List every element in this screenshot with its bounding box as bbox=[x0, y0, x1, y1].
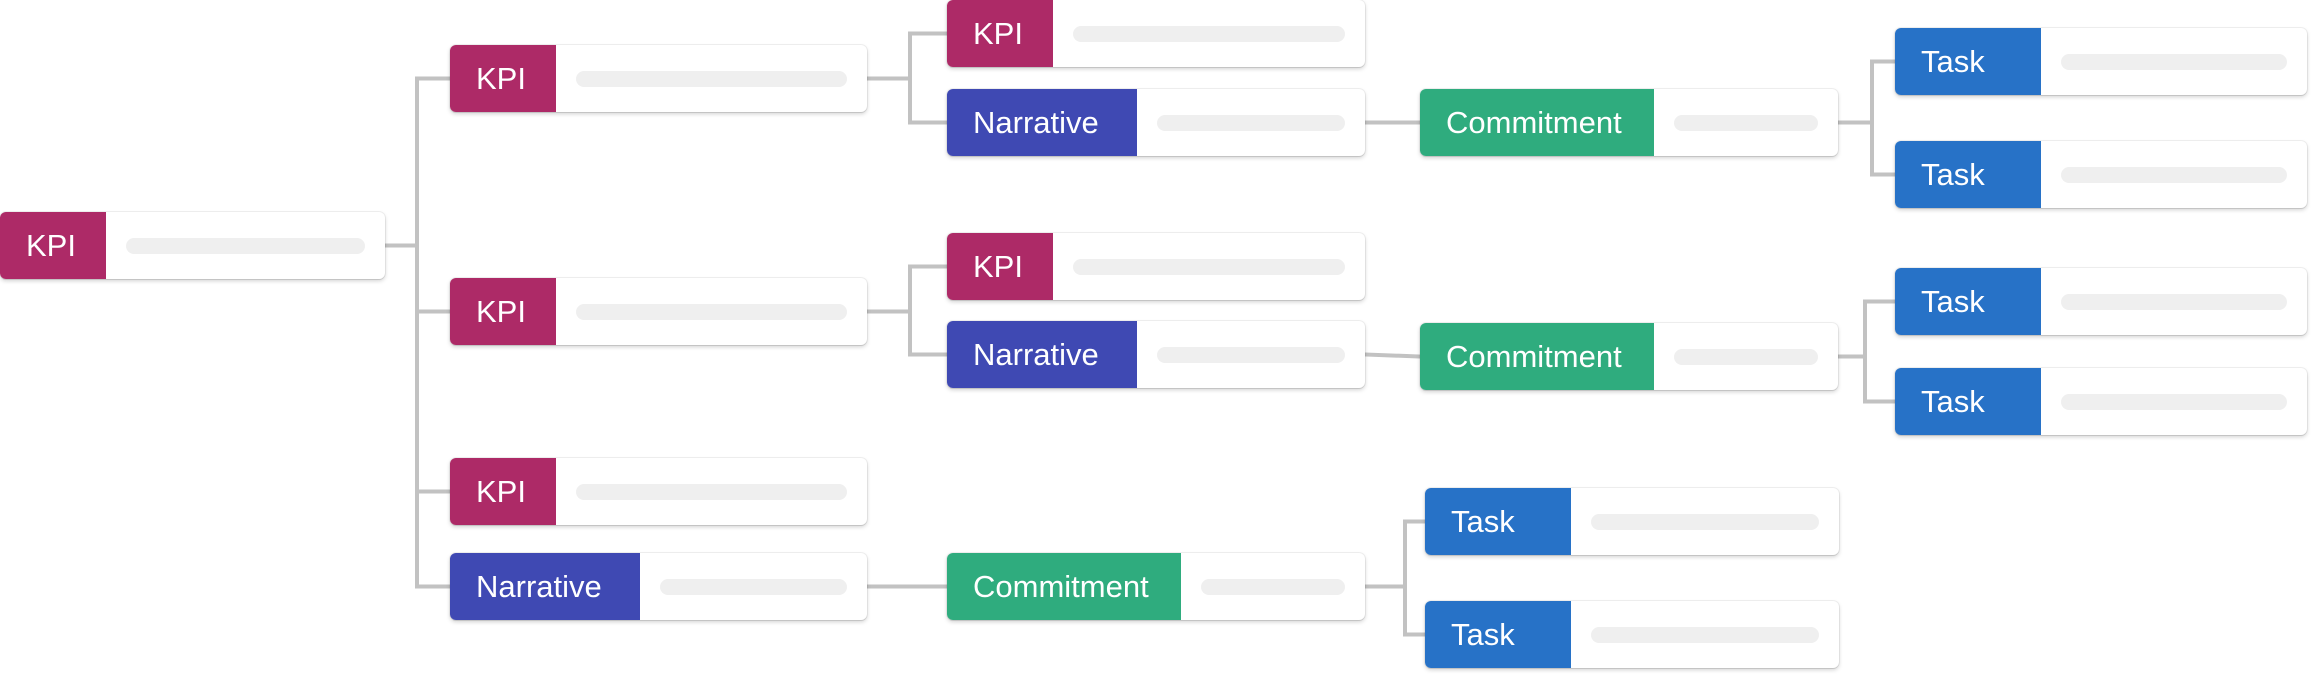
node-content bbox=[2041, 368, 2307, 435]
node-content bbox=[1137, 321, 1365, 388]
commitment-tag: Commitment bbox=[1420, 89, 1654, 156]
node-content bbox=[1654, 89, 1838, 156]
node-content bbox=[556, 45, 867, 112]
commitment-tag: Commitment bbox=[947, 553, 1181, 620]
node-content bbox=[1571, 488, 1839, 555]
narrative-node[interactable]: Narrative bbox=[947, 89, 1365, 156]
placeholder-bar bbox=[2061, 293, 2287, 310]
narrative-node[interactable]: Narrative bbox=[947, 321, 1365, 388]
task-tag: Task bbox=[1425, 488, 1571, 555]
node-content bbox=[556, 278, 867, 345]
placeholder-bar bbox=[1073, 25, 1345, 42]
placeholder-bar bbox=[126, 237, 365, 254]
task-node[interactable]: Task bbox=[1895, 268, 2307, 335]
placeholder-bar bbox=[1674, 114, 1818, 131]
placeholder-bar bbox=[2061, 53, 2287, 70]
node-content bbox=[1571, 601, 1839, 668]
placeholder-bar bbox=[576, 70, 847, 87]
node-content bbox=[2041, 28, 2307, 95]
kpi-tag: KPI bbox=[450, 278, 556, 345]
narrative-tag: Narrative bbox=[450, 553, 640, 620]
task-tag: Task bbox=[1895, 368, 2041, 435]
placeholder-bar bbox=[1591, 626, 1819, 643]
connector-line bbox=[1362, 352, 1423, 359]
kpi-tag: KPI bbox=[947, 0, 1053, 67]
node-content bbox=[640, 553, 867, 620]
placeholder-bar bbox=[1157, 114, 1345, 131]
placeholder-bar bbox=[1073, 258, 1345, 275]
node-content bbox=[106, 212, 385, 279]
node-content bbox=[2041, 141, 2307, 208]
task-node[interactable]: Task bbox=[1895, 141, 2307, 208]
kpi-node[interactable]: KPI bbox=[0, 212, 385, 279]
placeholder-bar bbox=[1674, 348, 1818, 365]
kpi-node[interactable]: KPI bbox=[947, 233, 1365, 300]
node-content bbox=[1137, 89, 1365, 156]
commitment-node[interactable]: Commitment bbox=[1420, 323, 1838, 390]
task-tag: Task bbox=[1895, 268, 2041, 335]
node-content bbox=[2041, 268, 2307, 335]
task-tag: Task bbox=[1425, 601, 1571, 668]
task-node[interactable]: Task bbox=[1425, 488, 1839, 555]
placeholder-bar bbox=[660, 578, 847, 595]
task-node[interactable]: Task bbox=[1425, 601, 1839, 668]
kpi-tag: KPI bbox=[947, 233, 1053, 300]
task-tag: Task bbox=[1895, 28, 2041, 95]
narrative-tag: Narrative bbox=[947, 321, 1137, 388]
task-tag: Task bbox=[1895, 141, 2041, 208]
placeholder-bar bbox=[1157, 346, 1345, 363]
task-node[interactable]: Task bbox=[1895, 28, 2307, 95]
node-content bbox=[1053, 233, 1365, 300]
node-content bbox=[1654, 323, 1838, 390]
kpi-tag: KPI bbox=[450, 45, 556, 112]
kpi-tag: KPI bbox=[0, 212, 106, 279]
commitment-node[interactable]: Commitment bbox=[1420, 89, 1838, 156]
placeholder-bar bbox=[2061, 166, 2287, 183]
commitment-node[interactable]: Commitment bbox=[947, 553, 1365, 620]
placeholder-bar bbox=[2061, 393, 2287, 410]
placeholder-bar bbox=[1201, 578, 1345, 595]
kpi-tag: KPI bbox=[450, 458, 556, 525]
placeholder-bar bbox=[576, 303, 847, 320]
kpi-node[interactable]: KPI bbox=[450, 45, 867, 112]
node-content bbox=[556, 458, 867, 525]
narrative-tag: Narrative bbox=[947, 89, 1137, 156]
node-content bbox=[1053, 0, 1365, 67]
node-content bbox=[1181, 553, 1365, 620]
placeholder-bar bbox=[1591, 513, 1819, 530]
task-node[interactable]: Task bbox=[1895, 368, 2307, 435]
kpi-node[interactable]: KPI bbox=[450, 458, 867, 525]
placeholder-bar bbox=[576, 483, 847, 500]
kpi-node[interactable]: KPI bbox=[947, 0, 1365, 67]
narrative-node[interactable]: Narrative bbox=[450, 553, 867, 620]
commitment-tag: Commitment bbox=[1420, 323, 1654, 390]
kpi-node[interactable]: KPI bbox=[450, 278, 867, 345]
